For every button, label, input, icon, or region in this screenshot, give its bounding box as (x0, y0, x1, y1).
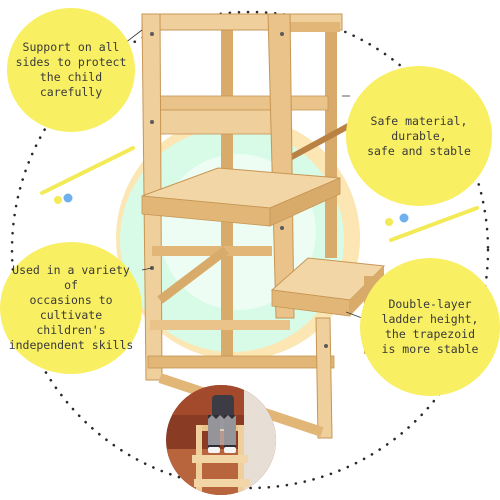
accent-dot-blue-left (63, 193, 73, 203)
accent-dot-yellow-left (54, 196, 62, 204)
accent-line-left (40, 146, 135, 195)
child-on-stool-photo-icon (166, 385, 276, 495)
callout-ladder: Double-layer ladder height, the trapezoi… (360, 258, 500, 396)
dotted-ring (10, 10, 490, 490)
callout-occasions: Used in a variety of occasions to cultiv… (0, 242, 142, 374)
callout-support: Support on all sides to protect the chil… (7, 8, 135, 132)
accent-line-right (389, 206, 479, 242)
accent-dot-yellow-right (385, 218, 393, 226)
learning-tower-stool-icon (141, 13, 386, 439)
callout-material: Safe material, durable, safe and stable (346, 66, 492, 206)
accent-dot-blue-right (399, 213, 409, 223)
